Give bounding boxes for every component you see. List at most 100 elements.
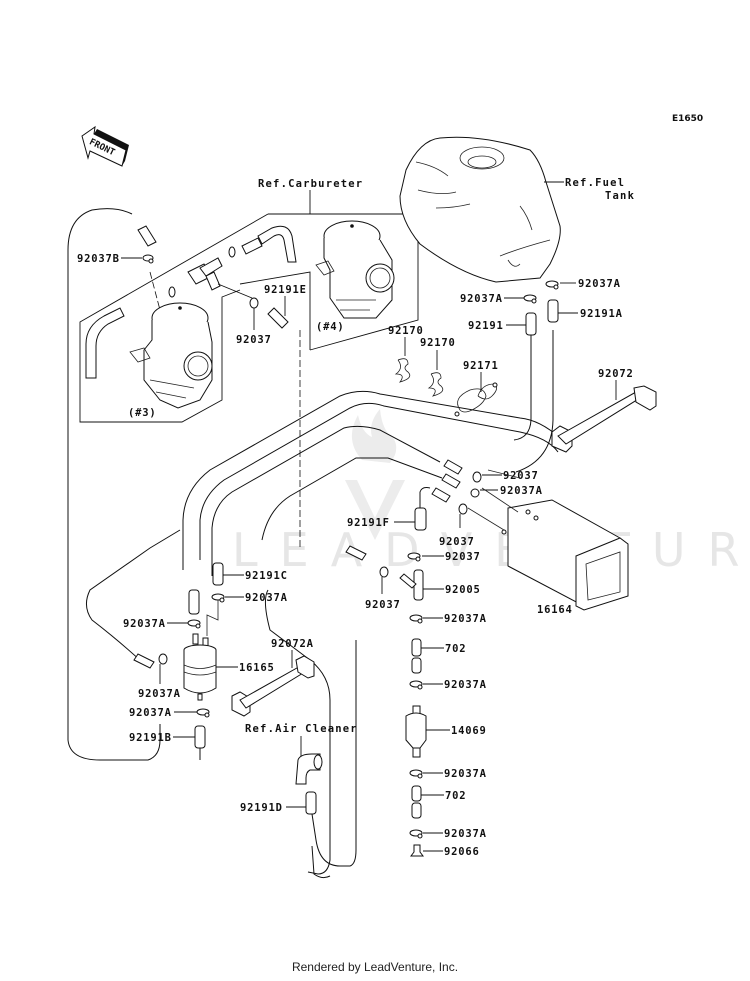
elbow-hose-icon [85,307,125,379]
clip-icon [409,614,423,624]
clip-icon [379,566,389,578]
clip-icon [211,593,225,603]
hose-holder-icon [457,383,497,413]
part-label-92072: 92072 [598,368,634,380]
clip-icon [228,246,236,258]
carburetor-3-tag: (#3) [128,407,157,419]
hose-piece-icon [431,487,451,503]
part-label-92037A-filter-left: 92037A [138,688,181,700]
part-label-92170-a: 92170 [388,325,424,337]
part-label-92037A-702-lower: 92037A [444,828,487,840]
clip-icon [168,286,176,298]
clip-icon [187,619,201,629]
part-label-92191F: 92191F [347,517,390,529]
carburetor-4-icon [315,220,395,319]
charcoal-canister-icon [467,469,629,611]
part-label-92037A-tank-left: 92037A [460,293,503,305]
part-label-92170-b: 92170 [420,337,456,349]
hose-piece-icon [194,725,206,749]
part-label-92037A-tank-right: 92037A [578,278,621,290]
clip-icon [142,254,154,264]
tee-fitting-icon [399,569,424,601]
clip-icon [158,653,168,665]
clip-icon [196,708,210,718]
ref-carburetor-label: Ref.Carbureter [258,178,363,190]
part-label-92191B: 92191B [129,732,172,744]
part-label-92191: 92191 [468,320,504,332]
clip-icon [409,829,423,839]
part-label-92066: 92066 [444,846,480,858]
hose-joint-icon [241,237,263,255]
fuel-pump-icon [183,633,217,701]
footer-credit: Rendered by LeadVenture, Inc. [291,960,459,974]
clip-icon [409,769,423,779]
part-label-702-lower: 702 [445,790,466,802]
tee-joint-icon [199,257,223,277]
part-label-92037-tee-left: 92037 [365,599,401,611]
part-label-16164: 16164 [537,604,573,616]
hose-piece-icon [212,562,224,586]
hose-piece-icon [305,791,317,815]
hose-piece-icon [188,589,200,615]
carburetor-4-tag: (#4) [316,321,345,333]
watermark-text: LEADVENTURE [232,523,750,577]
clip-icon [472,471,482,483]
plug-cap-icon [410,844,424,857]
tee-joint-icon [205,271,221,291]
hose-clamp-icon [394,358,411,383]
part-label-702-upper: 702 [445,643,466,655]
part-label-92171: 92171 [463,360,499,372]
part-label-92037A-filter-bottom: 92037A [129,707,172,719]
hose-piece-icon [267,307,289,329]
part-label-92191D: 92191D [240,802,283,814]
hose-clamp-icon [427,372,444,397]
air-cleaner-elbow-icon [295,753,323,785]
part-label-92072A: 92072A [271,638,314,650]
hose-piece-icon [345,545,367,561]
carburetor-3-icon [129,302,213,409]
part-label-92037-canister-b: 92037 [439,536,475,548]
part-label-14069: 14069 [451,725,487,737]
rubber-band-icon [551,385,657,453]
part-label-92037-tee-top: 92037 [445,551,481,563]
part-label-92037-carb: 92037 [236,334,272,346]
clip-icon [470,488,480,498]
part-label-92005: 92005 [445,584,481,596]
part-label-92037-canister-a: 92037 [503,470,539,482]
rubber-band-icon [231,655,315,717]
part-label-92191C: 92191C [245,570,288,582]
hose-piece-icon [411,785,422,802]
part-label-92037A-filter-bottom: 92037A [444,768,487,780]
ref-air-cleaner-label: Ref.Air Cleaner [245,723,358,735]
diagram-code: E1650 [672,114,703,124]
hose-piece-icon [525,312,537,336]
part-label-92037A-tee-bottom: 92037A [444,613,487,625]
part-label-92037A-canister: 92037A [500,485,543,497]
hose-piece-icon [137,225,157,247]
part-label-16165: 16165 [239,662,275,674]
hose-piece-icon [441,473,461,489]
part-label-92037A-filter-upper-left: 92037A [123,618,166,630]
part-label-92037A-filter-upper-right: 92037A [245,592,288,604]
clip-icon [409,680,423,690]
inline-fuel-filter-icon [405,705,427,758]
hose-piece-icon [411,638,422,657]
fuel-tank-icon [399,136,561,283]
clip-icon [249,297,259,309]
watermark: LEADVENTURE [232,409,750,577]
hose-piece-icon [411,802,422,819]
hose-piece-icon [133,653,155,669]
hose-piece-icon [414,507,427,531]
part-label-92191A: 92191A [580,308,623,320]
hose-piece-icon [443,459,463,475]
ref-fuel-tank-label-line1: Ref.Fuel [565,177,625,189]
hose-piece-icon [411,657,422,674]
elbow-hose-icon [257,225,297,263]
clip-icon [407,552,421,562]
clip-icon [523,294,537,304]
hose-piece-icon [547,299,559,323]
clip-icon [458,503,468,515]
clip-icon [545,280,559,290]
part-label-92037A-702-upper: 92037A [444,679,487,691]
